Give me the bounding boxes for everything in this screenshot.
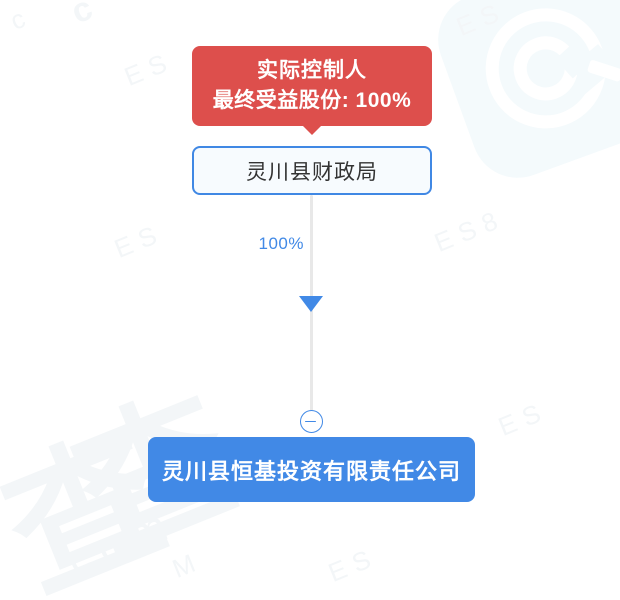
watermark-fragment-left-lower: ES: [110, 217, 169, 264]
controller-benefit-label: 最终受益股份: 100%: [212, 89, 412, 112]
search-logo-watermark-icon: [425, 0, 620, 191]
watermark-fragment-bottom-right: ES: [324, 541, 383, 588]
watermark-magnifier-handle: [586, 59, 620, 83]
edge-arrow-icon: [299, 296, 323, 312]
watermark-fragment-top-left-2: c: [66, 0, 102, 32]
watermark-ring-inner: [504, 27, 587, 110]
node-parent-organization[interactable]: 灵川县财政局: [192, 146, 432, 195]
node-company[interactable]: 灵川县恒基投资有限责任公司: [148, 437, 475, 502]
node-actual-controller[interactable]: 实际控制人 最终受益股份: 100%: [192, 46, 432, 135]
watermark-fragment-mid-left: ES: [120, 45, 179, 92]
watermark-ring-outer: [468, 0, 620, 146]
watermark-fragment-top-left: c: [6, 0, 37, 36]
parent-organization-label: 灵川县财政局: [246, 160, 378, 184]
watermark-ring-inner-gap: [555, 39, 596, 79]
minus-bar: [305, 420, 316, 423]
watermark-fragment-right-lower: ES: [494, 395, 553, 442]
watermark-domain-text: com: [60, 497, 184, 586]
watermark-fragment-mid-right: ES8: [430, 202, 510, 258]
controller-role-label: 实际控制人: [257, 59, 367, 82]
edge-percent-label: 100%: [258, 234, 304, 253]
company-label: 灵川县恒基投资有限责任公司: [161, 458, 461, 484]
watermark-ring-outer-gap: [562, 44, 618, 97]
minus-circle-icon[interactable]: [300, 410, 323, 433]
watermark-fragment-bottom: M: [168, 544, 207, 584]
watermark-fragment-top-right: ES: [452, 0, 511, 42]
controller-tail-arrow-icon: [302, 125, 322, 135]
